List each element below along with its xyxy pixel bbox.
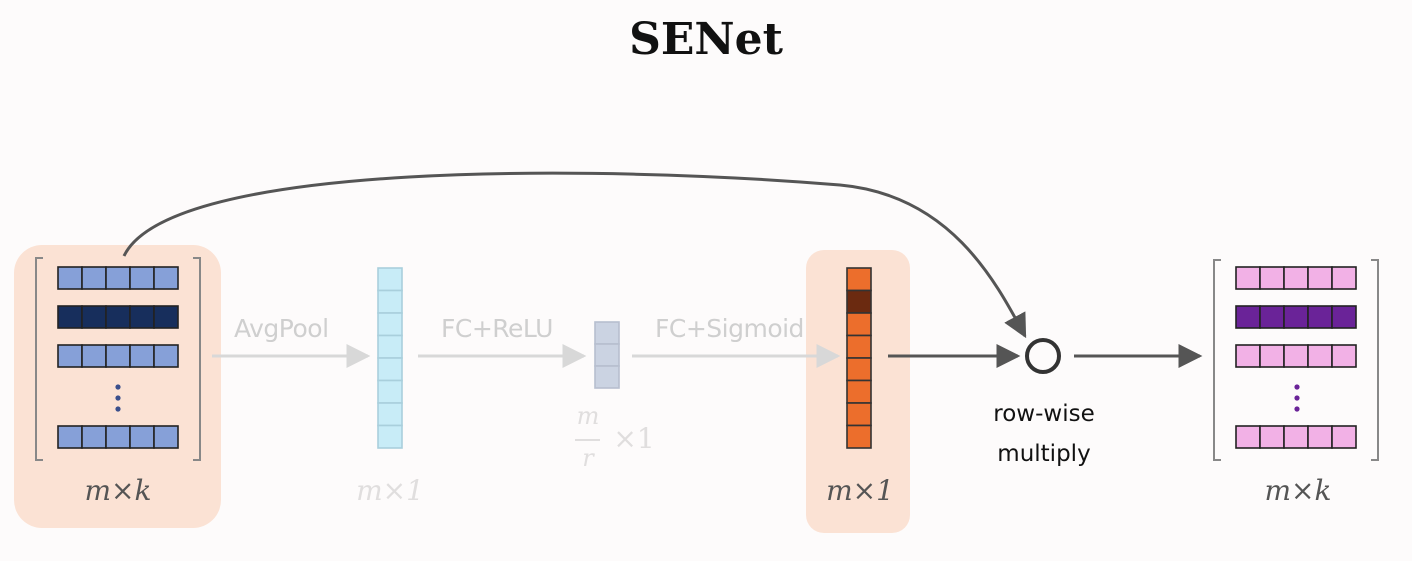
output-matrix-cell — [1331, 266, 1357, 290]
input-matrix-cell — [57, 425, 83, 449]
input-matrix-cell — [81, 425, 107, 449]
weight-vector-cell — [846, 424, 872, 449]
output-matrix-cell — [1307, 266, 1333, 290]
skip-connection-arrow — [122, 171, 1027, 339]
output-matrix-cell — [1307, 425, 1333, 449]
output-matrix-cell — [1259, 425, 1285, 449]
weight-vector-cell — [846, 379, 872, 404]
output-right-bracket — [1371, 259, 1379, 461]
output-matrix-cell — [1283, 305, 1309, 329]
input-matrix-cell — [105, 344, 131, 368]
weight-vector-cell — [846, 402, 872, 427]
output-matrix-cell — [1307, 305, 1333, 329]
input-right-bracket — [193, 257, 201, 461]
diagram-title: SENet — [629, 14, 783, 65]
input-matrix-cell — [129, 425, 155, 449]
pooled-vector-cell — [377, 267, 403, 292]
input-matrix-cell — [153, 305, 179, 329]
output-matrix-cell — [1259, 266, 1285, 290]
reduced-vector-cell — [594, 343, 620, 367]
output-dim-label: m×k — [1264, 474, 1332, 507]
output-matrix-cell — [1283, 344, 1309, 368]
input-matrix-cell — [81, 305, 107, 329]
weight-vector-cell — [846, 312, 872, 337]
input-matrix-cell — [153, 425, 179, 449]
input-matrix-cell — [153, 266, 179, 290]
output-matrix-cell — [1331, 344, 1357, 368]
output-matrix-cell — [1235, 344, 1261, 368]
multiply-caption: row-wise multiply — [964, 394, 1124, 474]
multiply-caption-line1: row-wise — [993, 401, 1095, 427]
reduced-vector-cell — [594, 321, 620, 345]
output-matrix-cell — [1235, 425, 1261, 449]
input-matrix-cell — [81, 266, 107, 290]
output-matrix-cell — [1307, 344, 1333, 368]
input-matrix-cell — [153, 344, 179, 368]
input-matrix-cell — [129, 305, 155, 329]
reduced-vector-cell — [594, 365, 620, 389]
input-matrix-cell — [129, 266, 155, 290]
fc-sigmoid-label: FC+Sigmoid — [655, 314, 804, 343]
pooled-vector-cell — [377, 334, 403, 359]
input-matrix — [57, 266, 179, 449]
output-matrix-cell — [1259, 344, 1285, 368]
input-matrix-cell — [81, 344, 107, 368]
input-matrix-cell — [105, 266, 131, 290]
input-matrix-cell — [105, 305, 131, 329]
pooled-vector-cell — [377, 357, 403, 382]
weights-dim-label: m×1 — [826, 474, 894, 507]
output-left-bracket — [1213, 259, 1221, 461]
output-matrix-cell — [1283, 425, 1309, 449]
input-dim-label: m×k — [84, 474, 152, 507]
weight-vector-cell — [846, 289, 872, 314]
weight-vector-cell — [846, 267, 872, 292]
multiply-node — [1025, 338, 1061, 374]
pooled-vector-cell — [377, 379, 403, 404]
input-left-bracket — [35, 257, 43, 461]
input-matrix-cell — [57, 305, 83, 329]
reduced-vector — [594, 321, 620, 389]
multiply-caption-line2: multiply — [997, 441, 1091, 467]
input-matrix-cell — [57, 344, 83, 368]
weight-vector-cell — [846, 334, 872, 359]
pooled-vector-cell — [377, 402, 403, 427]
input-matrix-cell — [129, 344, 155, 368]
pooled-dim-label: m×1 — [356, 474, 424, 507]
input-matrix-cell — [57, 266, 83, 290]
fc-relu-label: FC+ReLU — [441, 314, 553, 343]
output-matrix-cell — [1235, 305, 1261, 329]
reduced-dim-numerator: m — [576, 402, 600, 430]
output-ellipsis — [1294, 384, 1300, 412]
output-matrix-cell — [1331, 425, 1357, 449]
output-matrix-cell — [1331, 305, 1357, 329]
pooled-vector-cell — [377, 424, 403, 449]
input-matrix-cell — [105, 425, 131, 449]
output-matrix-cell — [1235, 266, 1261, 290]
weight-vector — [846, 267, 872, 449]
weight-vector-cell — [846, 357, 872, 382]
output-matrix-cell — [1259, 305, 1285, 329]
output-matrix — [1235, 266, 1357, 449]
reduced-dim-suffix: ×1 — [613, 422, 655, 455]
pooled-vector-cell — [377, 289, 403, 314]
pooled-vector — [377, 267, 403, 449]
input-ellipsis — [115, 384, 121, 412]
pooled-vector-cell — [377, 312, 403, 337]
output-matrix-cell — [1283, 266, 1309, 290]
avgpool-label: AvgPool — [234, 314, 329, 343]
reduced-dim-denominator: r — [582, 444, 594, 472]
